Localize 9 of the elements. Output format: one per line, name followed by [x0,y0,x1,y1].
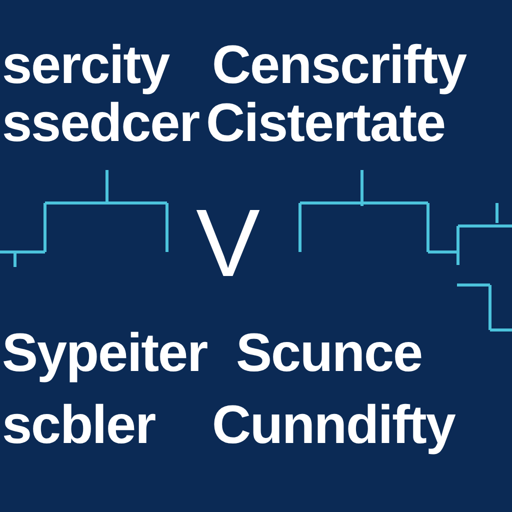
label-text: Censcrifty [212,38,466,92]
label-text: Cistertate [206,96,446,150]
label-text: Cunndifty [212,398,455,452]
label-text: scbler [2,398,156,452]
label-text: ssedcer [2,96,200,150]
label-text: sercity [2,38,170,92]
label-text: Scunce [236,326,422,380]
label-text: Sypeiter [2,326,208,380]
label-text: V [196,196,260,292]
